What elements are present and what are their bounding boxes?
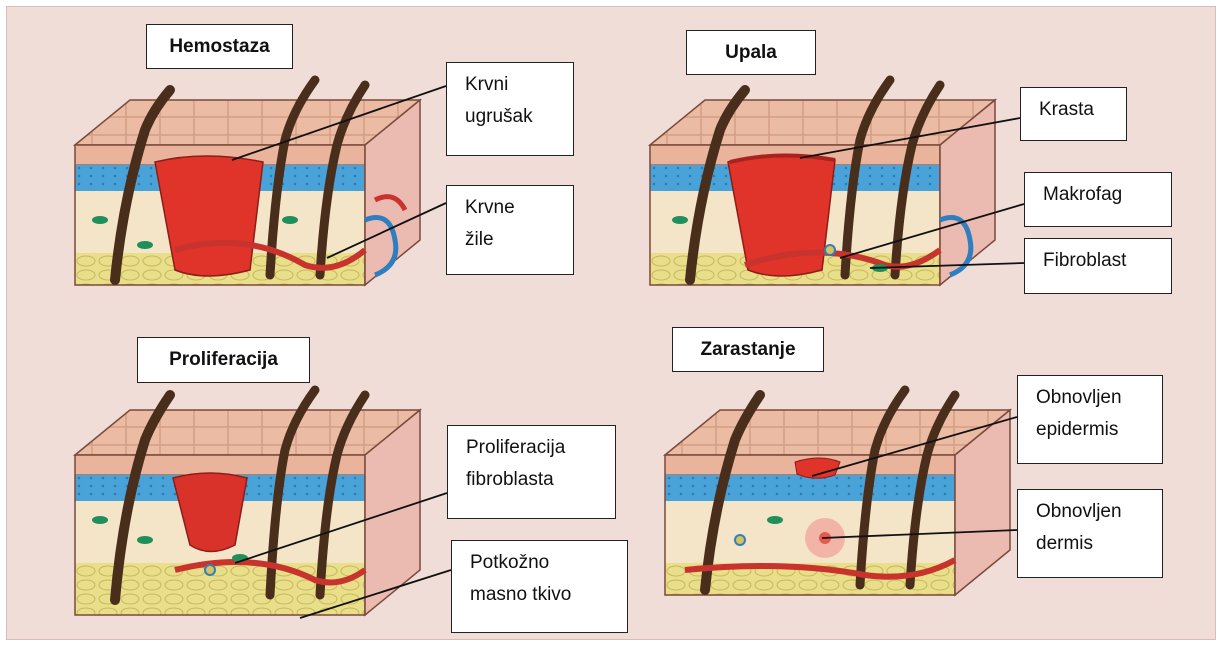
label-krvni-ugrusak: Krvni ugrušak bbox=[446, 62, 574, 156]
label-line: ugrušak bbox=[465, 101, 573, 133]
label-line: Krvni bbox=[465, 69, 573, 101]
label-krasta: Krasta bbox=[1020, 87, 1127, 141]
skin-block-proliferacija bbox=[75, 390, 420, 615]
label-line: fibroblasta bbox=[466, 464, 615, 496]
label-makrofag: Makrofag bbox=[1024, 172, 1172, 227]
label-krvne-zile: Krvne žile bbox=[446, 185, 574, 275]
label-line: Krvne bbox=[465, 192, 573, 224]
label-obnovljen-dermis: Obnovljen dermis bbox=[1017, 489, 1163, 578]
title-hemostaza: Hemostaza bbox=[146, 24, 293, 69]
label-line: Proliferacija bbox=[466, 432, 615, 464]
skin-block-upala bbox=[650, 80, 995, 285]
label-line: žile bbox=[465, 224, 573, 256]
label-line: masno tkivo bbox=[470, 579, 627, 611]
label-obnovljen-epidermis: Obnovljen epidermis bbox=[1017, 375, 1163, 464]
label-line: Obnovljen bbox=[1036, 496, 1162, 528]
label-line: Obnovljen bbox=[1036, 382, 1162, 414]
title-upala: Upala bbox=[686, 30, 816, 75]
label-line: Potkožno bbox=[470, 547, 627, 579]
title-zarastanje: Zarastanje bbox=[672, 327, 824, 372]
label-line: dermis bbox=[1036, 528, 1162, 560]
label-line: Fibroblast bbox=[1043, 245, 1171, 277]
skin-block-zarastanje bbox=[665, 390, 1010, 595]
skin-block-hemostaza bbox=[75, 80, 420, 285]
label-line: Makrofag bbox=[1043, 179, 1171, 211]
label-line: Krasta bbox=[1039, 94, 1126, 126]
label-potkozno-masno-tkivo: Potkožno masno tkivo bbox=[451, 540, 628, 633]
label-line: epidermis bbox=[1036, 414, 1162, 446]
label-fibroblast: Fibroblast bbox=[1024, 238, 1172, 294]
title-proliferacija: Proliferacija bbox=[137, 337, 310, 383]
label-proliferacija-fibroblasta: Proliferacija fibroblasta bbox=[447, 425, 616, 519]
